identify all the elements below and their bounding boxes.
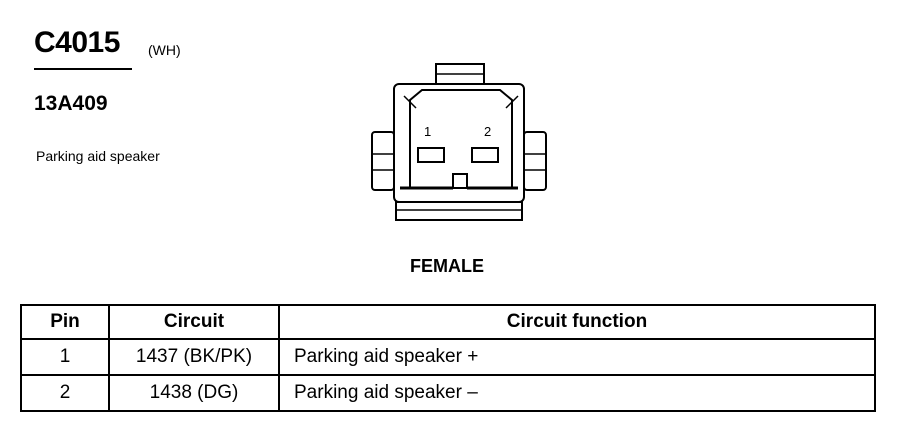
column-header-circuit: Circuit (108, 304, 280, 340)
part-number: 13A409 (34, 92, 108, 115)
pinout-table: Pin Circuit Circuit function 1 1437 (BK/… (20, 304, 876, 412)
pin-cell: 1 (20, 338, 110, 376)
connector-skirt (395, 201, 523, 221)
connector-id: C4015 (34, 26, 120, 59)
connector-left-ear (371, 131, 395, 191)
connector-gender-label: FEMALE (410, 256, 484, 276)
pin-label-1: 1 (424, 124, 431, 139)
connector-right-ear (523, 131, 547, 191)
circuit-function-cell: Parking aid speaker – (278, 374, 876, 412)
connector-description: Parking aid speaker (36, 148, 160, 164)
circuit-function-cell: Parking aid speaker + (278, 338, 876, 376)
circuit-cell: 1437 (BK/PK) (108, 338, 280, 376)
connector-key (452, 173, 468, 189)
title-underline (34, 68, 132, 70)
wire-color-code: (WH) (148, 42, 181, 58)
table-header-row: Pin Circuit Circuit function (20, 304, 876, 340)
pin-cavity-2 (471, 147, 499, 163)
column-header-pin: Pin (20, 304, 110, 340)
connector-face-diagram: 1 2 (371, 63, 547, 221)
table-row: 2 1438 (DG) Parking aid speaker – (20, 374, 876, 412)
pin-cell: 2 (20, 374, 110, 412)
pin-label-2: 2 (484, 124, 491, 139)
table-row: 1 1437 (BK/PK) Parking aid speaker + (20, 338, 876, 376)
circuit-cell: 1438 (DG) (108, 374, 280, 412)
connector-body (393, 83, 525, 203)
pin-cavity-1 (417, 147, 445, 163)
column-header-circuit-function: Circuit function (278, 304, 876, 340)
